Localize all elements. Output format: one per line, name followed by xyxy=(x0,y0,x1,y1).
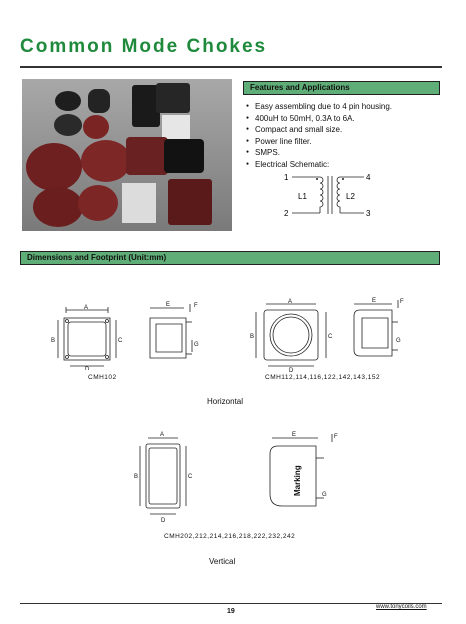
feature-item: Easy assembling due to 4 pin housing. xyxy=(246,101,392,113)
dim-g-label: G xyxy=(194,342,199,348)
model-cmh102: CMH102 xyxy=(88,374,117,381)
dim-d-label: D xyxy=(85,367,90,370)
feature-item: Power line filter. xyxy=(246,136,392,148)
horizontal-label: Horizontal xyxy=(207,397,244,406)
vertical-label: Vertical xyxy=(209,557,236,566)
marking-label: Marking xyxy=(293,465,302,496)
coil-l1-label: L1 xyxy=(298,192,307,201)
dim-c-label: C xyxy=(328,334,333,340)
dim-f-label: F xyxy=(400,299,404,305)
pin-2-label: 2 xyxy=(284,209,289,218)
dim-a-label: A xyxy=(160,432,164,438)
dim-e-label: E xyxy=(166,302,170,308)
horizontal-series-side-view: E F G xyxy=(348,296,414,371)
dim-c-label: C xyxy=(188,474,193,480)
feature-item: 400uH to 50mH, 0.3A to 6A. xyxy=(246,113,392,125)
title-rule xyxy=(20,66,442,68)
pin-3-label: 3 xyxy=(366,209,371,218)
dim-f-label: F xyxy=(194,303,198,309)
electrical-schematic: 1 2 4 3 L1 L2 xyxy=(280,170,380,220)
dim-b-label: B xyxy=(134,474,138,480)
page-number: 19 xyxy=(227,608,235,615)
dim-a-label: A xyxy=(84,305,88,311)
dimensions-heading: Dimensions and Footprint (Unit:mm) xyxy=(20,251,440,265)
footer-rule xyxy=(20,603,442,604)
dim-c-label: C xyxy=(118,338,123,344)
product-photo xyxy=(22,79,232,231)
feature-item: SMPS. xyxy=(246,147,392,159)
dim-e-label: E xyxy=(292,432,296,438)
cmh102-front-view: A B C D xyxy=(48,300,128,375)
dim-b-label: B xyxy=(51,338,55,344)
dim-g-label: G xyxy=(322,492,327,498)
dim-f-label: F xyxy=(334,434,338,440)
vertical-series-side-view: E F G Marking xyxy=(262,428,352,531)
model-horizontal-series: CMH112,114,116,122,142,143,152 xyxy=(265,374,381,381)
dim-d-label: D xyxy=(289,368,294,372)
feature-item: Compact and small size. xyxy=(246,124,392,136)
features-heading: Features and Applications xyxy=(243,81,440,95)
transformer-symbol xyxy=(292,176,364,214)
cmh102-side-view: E F G xyxy=(142,300,212,375)
website-link[interactable]: www.tonycoils.com xyxy=(376,604,427,610)
page-title: Common Mode Chokes xyxy=(20,36,268,57)
pin-1-label: 1 xyxy=(284,173,289,182)
dim-d-label: D xyxy=(161,518,166,524)
feature-item: Electrical Schematic: xyxy=(246,159,392,171)
dim-a-label: A xyxy=(288,299,292,305)
dim-b-label: B xyxy=(250,334,254,340)
vertical-series-front-view: A B C D xyxy=(130,430,200,529)
pin-4-label: 4 xyxy=(366,173,371,182)
dim-g-label: G xyxy=(396,338,401,344)
features-list: Easy assembling due to 4 pin housing. 40… xyxy=(246,101,392,171)
model-vertical-series: CMH202,212,214,216,218,222,232,242 xyxy=(164,533,296,540)
horizontal-series-front-view: A B C D xyxy=(250,296,334,377)
coil-l2-label: L2 xyxy=(346,192,355,201)
dim-e-label: E xyxy=(372,298,376,304)
